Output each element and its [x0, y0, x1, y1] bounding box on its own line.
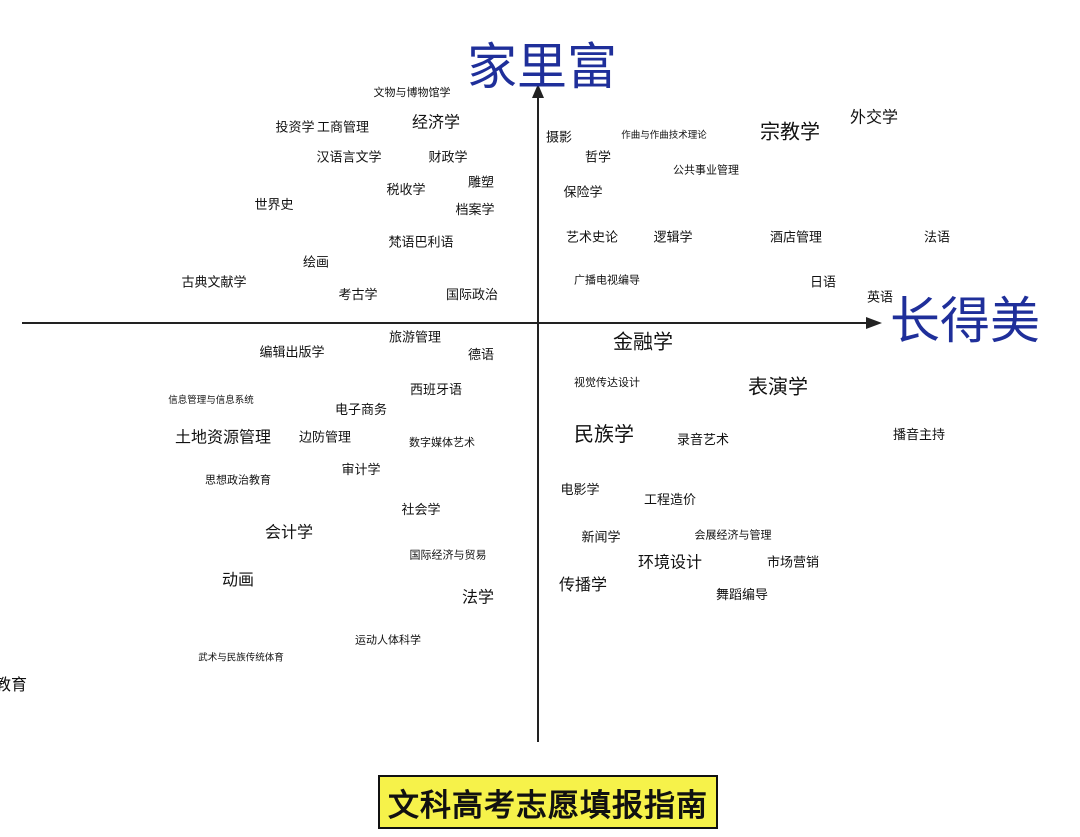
major-label: 审计学	[341, 462, 380, 478]
major-label: 作曲与作曲技术理论	[621, 129, 707, 141]
major-label: 日语	[810, 276, 836, 291]
major-label: 编辑出版学	[259, 345, 324, 361]
guide-caption-text: 文科高考志愿填报指南	[388, 787, 708, 824]
major-label: 边防管理	[299, 430, 351, 446]
major-label: 信息管理与信息系统	[168, 394, 254, 406]
major-label: 金融学	[613, 330, 673, 354]
major-label: 表演学	[748, 375, 808, 399]
major-labels-group: 文物与博物馆学投资学工商管理 经济学汉语言文学 财政学税收学 雕塑世界史 档案学梵语巴利…	[0, 85, 950, 694]
major-label: 舞蹈编导	[716, 588, 768, 603]
major-label: 雕塑	[468, 176, 494, 191]
major-label: 摄影	[546, 131, 572, 146]
major-label: 外交学	[850, 108, 898, 127]
major-label: 考古学	[338, 287, 377, 303]
major-label: 保险学	[563, 185, 602, 201]
major-label: 绘画	[303, 256, 329, 271]
major-label: 运动人体科学	[355, 633, 421, 647]
major-label: 文物与博物馆学	[374, 85, 451, 99]
major-label: 环境设计	[638, 553, 702, 572]
major-label: 土地资源管理	[175, 428, 271, 447]
major-label: 旅游管理	[389, 331, 441, 346]
major-label: 社会学	[401, 502, 440, 518]
major-label: 英语	[867, 291, 893, 306]
major-label: 世界史	[254, 198, 293, 213]
major-label: 公共事业管理	[673, 163, 739, 177]
major-label: 德语	[468, 348, 494, 363]
major-label: 工程造价	[644, 493, 696, 508]
major-label: 财政学	[428, 150, 467, 166]
major-label: 酒店管理	[770, 231, 822, 246]
major-label: 经济学	[412, 113, 460, 132]
major-label: 传播学	[559, 575, 607, 594]
major-label: 电影学	[560, 482, 599, 498]
major-label: 税收学	[386, 182, 425, 198]
major-label: 汉语言文学	[316, 150, 381, 166]
major-label: 投资学	[275, 120, 314, 136]
major-label: 会展经济与管理	[695, 528, 772, 542]
y-axis-title: 家里富	[467, 38, 617, 96]
horizontal-axis-arrow-icon	[866, 317, 882, 329]
major-label: 新闻学	[581, 530, 620, 546]
x-axis-title: 长得美	[890, 292, 1040, 350]
major-label: 电子商务	[335, 402, 387, 418]
major-label: 国际经济与贸易	[410, 548, 487, 562]
major-label: 思想政治教育	[205, 473, 271, 487]
major-label: 市场营销	[767, 555, 819, 571]
major-label: 逻辑学	[653, 230, 692, 246]
major-label: 民族学	[574, 422, 634, 446]
major-label: 法语	[924, 231, 950, 246]
major-label: 西班牙语	[410, 383, 462, 398]
major-label: 播音主持	[893, 427, 945, 443]
major-label: 视觉传达设计	[574, 375, 640, 389]
major-label: 会计学	[265, 523, 313, 542]
major-label: 档案学	[455, 202, 494, 218]
major-label: 古典文献学	[181, 275, 246, 291]
guide-caption: 文科高考志愿填报指南	[378, 775, 718, 829]
vertical-axis-arrow-icon	[532, 84, 544, 98]
major-label: 录音艺术	[677, 432, 729, 448]
major-label: 艺术史论	[566, 231, 618, 246]
major-label: 广播电视编导	[574, 273, 640, 287]
major-label: 动画	[222, 570, 254, 589]
major-label: 宗教学	[760, 120, 820, 144]
major-label: 法学	[462, 588, 494, 607]
major-label: 师范教育	[0, 675, 27, 694]
major-label: 梵语巴利语	[388, 236, 453, 251]
major-label: 国际政治	[446, 288, 498, 303]
major-label: 哲学	[585, 150, 611, 166]
major-label: 武术与民族传统体育	[198, 652, 284, 664]
major-label: 数字媒体艺术	[409, 435, 475, 449]
major-label: 工商管理	[317, 121, 369, 136]
